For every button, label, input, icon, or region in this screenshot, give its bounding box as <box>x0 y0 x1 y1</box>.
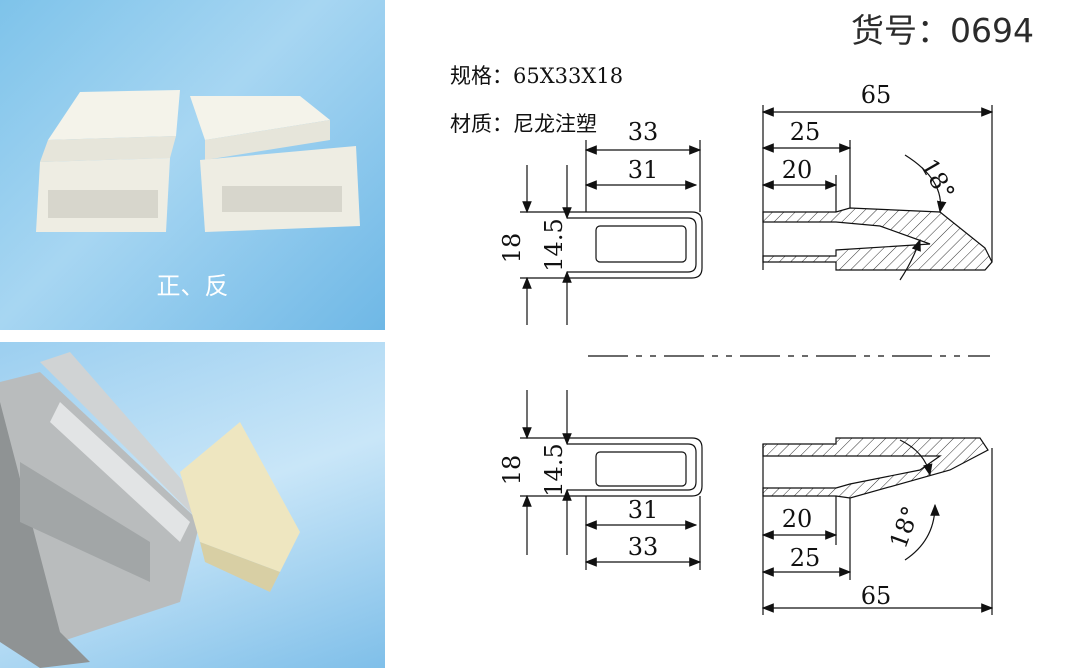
end-view-bottom <box>520 390 703 570</box>
section-view-bottom <box>761 437 994 615</box>
dim-20-top: 20 <box>782 156 813 184</box>
dim-65-bottom: 65 <box>861 582 892 610</box>
end-view-top <box>520 140 703 325</box>
dim-14-5-top: 14.5 <box>540 218 568 271</box>
section-view-top <box>761 105 994 281</box>
dim-18-top: 18 <box>498 233 526 264</box>
photo-caption: 正、反 <box>156 272 229 300</box>
dim-angle-bottom: 18° <box>884 502 925 552</box>
dim-31-top: 31 <box>628 156 659 184</box>
item-number: 货号：0694 <box>851 11 1034 50</box>
dim-65-top: 65 <box>861 81 892 109</box>
dim-33-bottom: 33 <box>628 533 659 561</box>
dim-33-top: 33 <box>628 118 659 146</box>
installed-profile-photo <box>0 352 300 668</box>
dim-25-top: 25 <box>790 118 821 146</box>
nylon-end-cap <box>180 422 300 592</box>
end-cap-piece-right <box>190 96 360 232</box>
dim-25-bottom: 25 <box>790 544 821 572</box>
dim-31-bottom: 31 <box>628 496 659 524</box>
spec-size: 规格：65X33X18 <box>450 64 624 88</box>
dim-18-bottom: 18 <box>498 455 526 486</box>
end-cap-piece-left <box>36 90 180 232</box>
dim-14-5-bottom: 14.5 <box>540 443 568 496</box>
dimension-labels: 33 31 65 25 20 18° 18 14.5 18 14.5 31 33… <box>498 81 960 610</box>
photo-front-back: 正、反 <box>0 0 385 330</box>
photo-installed <box>0 342 385 668</box>
product-photo-pair <box>36 90 360 232</box>
spec-material: 材质：尼龙注塑 <box>450 112 597 136</box>
dim-20-bottom: 20 <box>782 505 813 533</box>
dim-angle-top: 18° <box>915 154 961 205</box>
aluminum-profile <box>0 352 210 668</box>
